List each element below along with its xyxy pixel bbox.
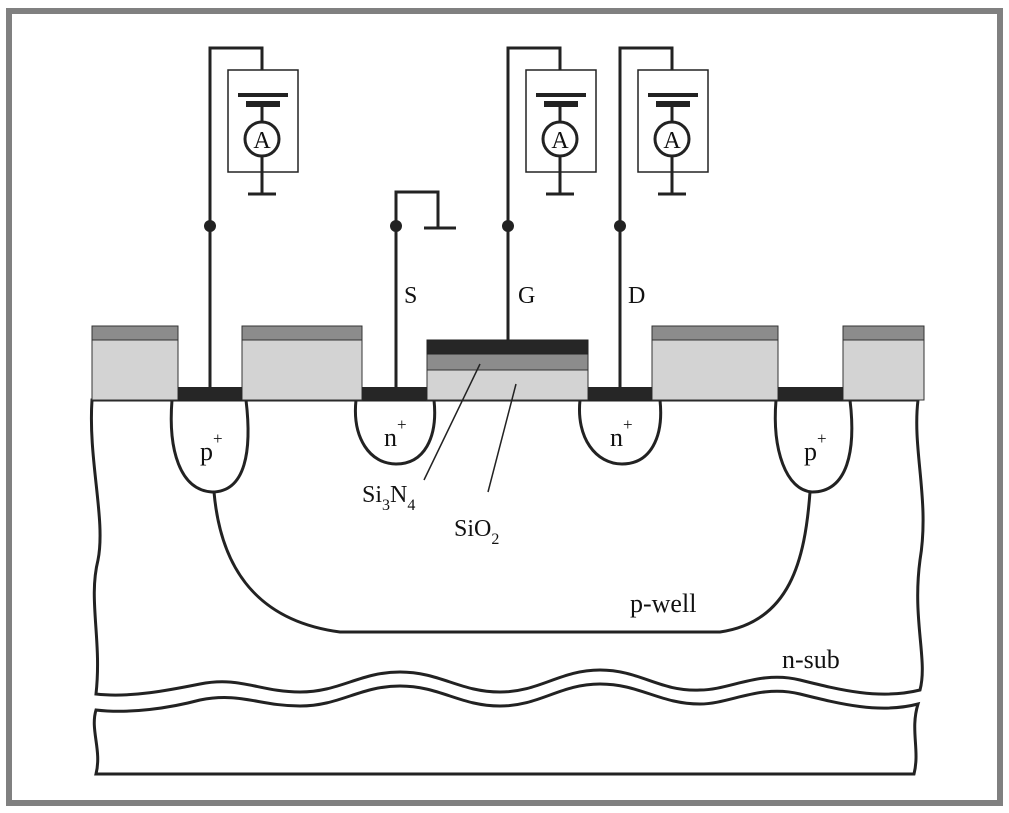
source-label: S: [404, 283, 417, 309]
si3n4-label: Si3N4: [362, 482, 415, 514]
ammeter-label-body: A: [253, 128, 271, 154]
sio2-label: SiO2: [454, 516, 499, 548]
wiring: [208, 46, 674, 387]
si3n4-leader-line: [423, 363, 481, 481]
substrate-lower-body: [92, 682, 921, 776]
ammeter-label-gate: A: [551, 128, 569, 154]
sio2-leader-line: [487, 383, 517, 493]
field-oxide-blocks: [91, 325, 925, 401]
p-plus-right-label: p+: [804, 429, 827, 466]
n-plus-source-region: [353, 399, 437, 466]
instrument-box-gate: [525, 69, 597, 196]
n-plus-drain-label: n+: [610, 415, 633, 452]
p-well-region: [212, 491, 812, 634]
p-plus-right-region: [773, 399, 854, 494]
n-plus-drain-region: [578, 399, 663, 466]
gate-si3n4-layer: [426, 353, 589, 371]
instrument-box-body: [227, 69, 299, 196]
outer-frame: [6, 8, 1003, 806]
substrate-upper-body: [89, 398, 925, 697]
junction-dots: [204, 220, 626, 232]
p-plus-left-region: [169, 399, 250, 494]
drain-label: D: [628, 283, 645, 309]
p-plus-left-label: p+: [200, 429, 223, 466]
gate-metal-layer: [426, 339, 589, 355]
instrument-box-drain: [637, 69, 709, 196]
n-sub-label: n-sub: [782, 645, 840, 674]
p-well-label: p-well: [630, 589, 696, 618]
gate-label: G: [518, 283, 535, 309]
ammeter-label-drain: A: [663, 128, 681, 154]
contact-pads: [178, 387, 843, 400]
gate-sio2-layer: [426, 369, 589, 401]
n-plus-source-label: n+: [384, 415, 407, 452]
